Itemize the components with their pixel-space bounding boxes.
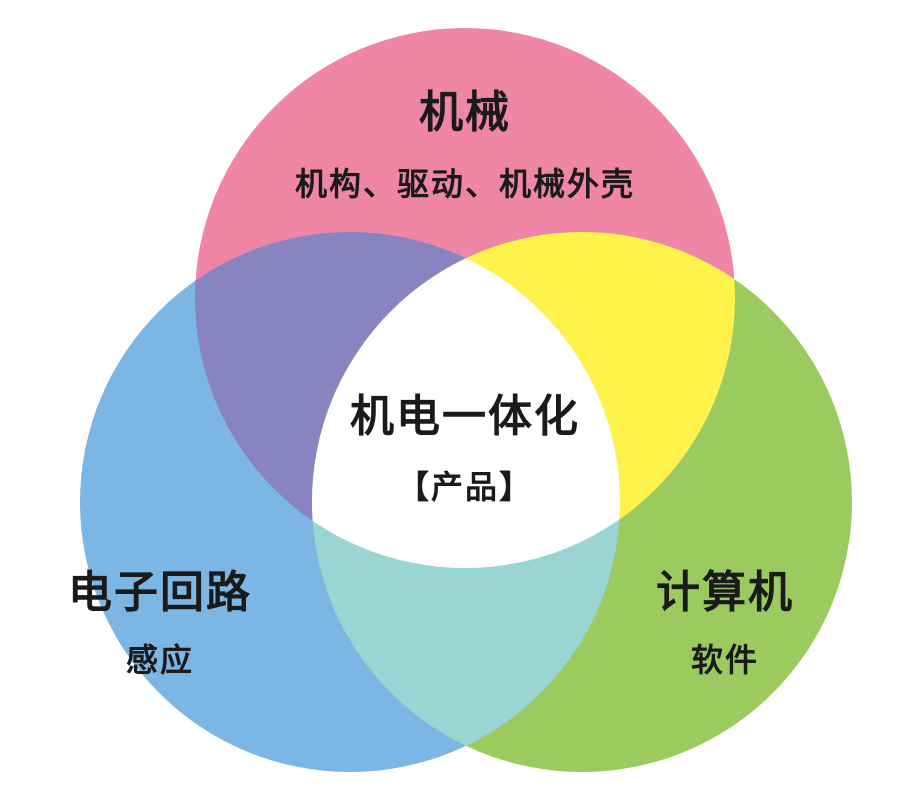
electronic-subtitle: 感应	[125, 641, 195, 679]
mechanical-title: 机械	[419, 87, 511, 138]
center-overlap	[312, 232, 620, 568]
computer-subtitle: 软件	[690, 641, 760, 679]
mechanical-subtitle: 机构、驱动、机械外壳	[294, 165, 636, 203]
computer-title: 计算机	[656, 567, 794, 618]
center-subtitle: 【产品】	[396, 468, 534, 506]
electronic-title: 电子回路	[68, 567, 252, 618]
center-title: 机电一体化	[350, 391, 580, 442]
